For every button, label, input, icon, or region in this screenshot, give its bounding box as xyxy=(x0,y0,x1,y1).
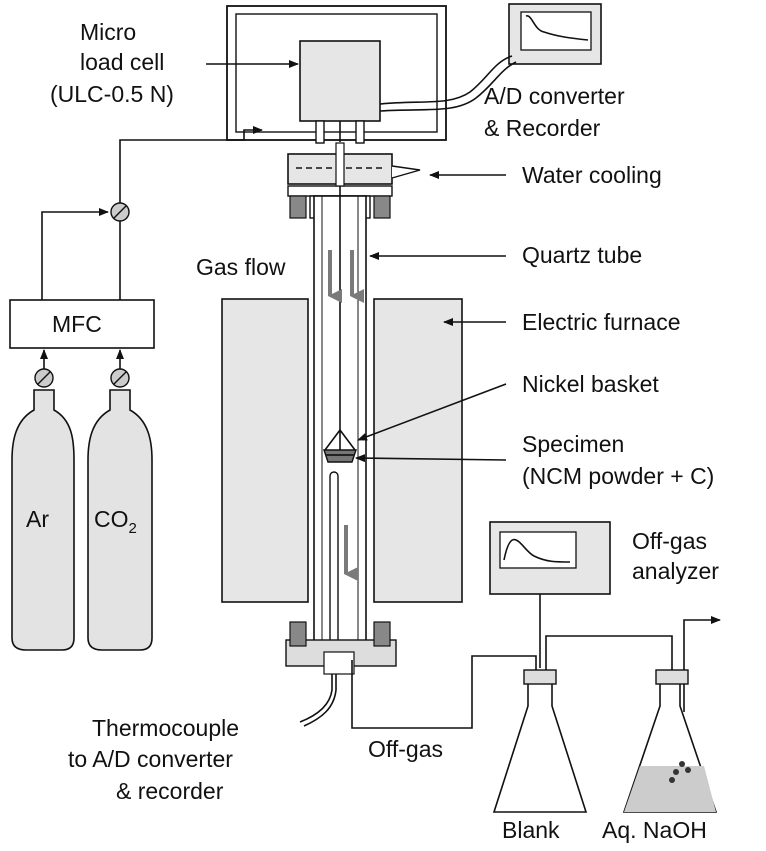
load-cell xyxy=(299,40,381,122)
label-naoh: Aq. NaOH xyxy=(602,817,707,843)
thermocouple xyxy=(329,471,339,663)
mfc-box xyxy=(9,299,155,349)
cylinder-co2 xyxy=(87,389,153,651)
label-thermocouple-1: Thermocouple xyxy=(92,715,239,741)
label-nickel-basket: Nickel basket xyxy=(522,371,659,397)
label-blank: Blank xyxy=(502,817,560,843)
label-specimen: Specimen xyxy=(522,431,624,457)
recorder-trace xyxy=(525,15,589,41)
cylinder-ar xyxy=(11,389,75,651)
label-recorder: & Recorder xyxy=(484,115,601,141)
nickel-basket xyxy=(324,429,356,451)
label-gas-flow: Gas flow xyxy=(196,254,286,280)
label-load-cell: load cell xyxy=(80,49,164,75)
label-ad-converter: A/D converter xyxy=(484,83,625,109)
label-electric-furnace: Electric furnace xyxy=(522,309,681,335)
label-quartz-tube: Quartz tube xyxy=(522,242,642,268)
label-co2: CO2 xyxy=(94,506,137,537)
label-mfc: MFC xyxy=(52,311,102,337)
label-offgas-analyzer-2: analyzer xyxy=(632,558,719,584)
label-load-cell-model: (ULC-0.5 N) xyxy=(50,81,174,107)
label-thermocouple-3: & recorder xyxy=(116,778,224,804)
clamp-top-left xyxy=(289,195,307,219)
clamp-top-right xyxy=(373,195,391,219)
label-specimen-detail: (NCM powder + C) xyxy=(522,463,714,489)
clamp-bottom-left xyxy=(289,621,307,647)
clamp-bottom-right xyxy=(373,621,391,647)
furnace-right xyxy=(373,298,463,603)
label-ar: Ar xyxy=(26,506,49,532)
label-thermocouple-2: to A/D converter xyxy=(68,746,233,772)
label-offgas: Off-gas xyxy=(368,736,443,762)
label-micro: Micro xyxy=(80,19,136,45)
label-offgas-analyzer-1: Off-gas xyxy=(632,528,707,554)
label-water-cooling: Water cooling xyxy=(522,162,662,188)
furnace-left xyxy=(221,298,309,603)
flask-blank xyxy=(492,679,588,813)
